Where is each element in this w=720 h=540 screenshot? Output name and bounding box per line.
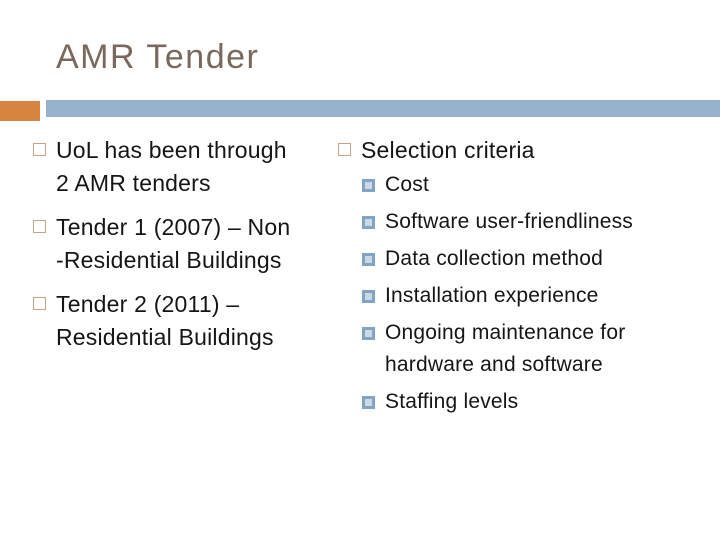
text-line: Residential Buildings (56, 324, 274, 350)
list-item-text: Staffing levels (385, 386, 518, 418)
text-line: 2 AMR tenders (56, 170, 211, 196)
list-item: Cost (362, 169, 712, 201)
blue-square-bullet-icon (362, 179, 375, 192)
list-item: Ongoing maintenance for hardware and soft… (362, 317, 712, 381)
text-line: Software user-friendliness (385, 210, 633, 233)
list-item: Tender 1 (2007) – Non -Residential Buildi… (33, 211, 343, 277)
list-item-text: Tender 1 (2007) – Non -Residential Buildi… (56, 211, 290, 277)
list-item: Installation experience (362, 280, 712, 312)
text-line: Staffing levels (385, 390, 519, 413)
divider-bar (46, 100, 720, 117)
text-line: Tender 2 (2011) – (56, 291, 240, 317)
right-column-heading: Selection criteria (338, 134, 708, 167)
text-line: Data collection method (385, 247, 604, 270)
list-item: UoL has been through 2 AMR tenders (33, 134, 343, 200)
list-item: Data collection method (362, 243, 712, 275)
list-item: Tender 2 (2011) – Residential Buildings (33, 288, 343, 354)
text-line: Installation experience (385, 284, 599, 307)
right-column-sublist: Cost Software user-friendliness Data col… (362, 169, 712, 423)
list-item: Software user-friendliness (362, 206, 712, 238)
text-line: Ongoing maintenance for (385, 321, 626, 344)
list-item-text: Cost (385, 169, 429, 201)
list-item-text: UoL has been through 2 AMR tenders (56, 134, 287, 200)
divider-accent-square (0, 101, 40, 121)
text-line: UoL has been through (56, 137, 287, 163)
blue-square-bullet-icon (362, 290, 375, 303)
list-item-text: Ongoing maintenance for hardware and soft… (385, 317, 625, 381)
heading-text: Selection criteria (361, 137, 535, 163)
hollow-square-bullet-icon (33, 220, 46, 233)
list-item-text: Tender 2 (2011) – Residential Buildings (56, 288, 274, 354)
list-item-text: Software user-friendliness (385, 206, 633, 238)
blue-square-bullet-icon (362, 396, 375, 409)
text-line: Cost (385, 173, 429, 196)
slide-title: AMR Tender (56, 38, 260, 76)
list-item-text: Installation experience (385, 280, 599, 312)
list-item-text: Data collection method (385, 243, 603, 275)
blue-square-bullet-icon (362, 327, 375, 340)
left-column: UoL has been through 2 AMR tenders Tender… (33, 134, 343, 365)
hollow-square-bullet-icon (33, 143, 46, 156)
blue-square-bullet-icon (362, 253, 375, 266)
text-line: hardware and software (385, 353, 603, 376)
text-line: -Residential Buildings (56, 247, 282, 273)
hollow-square-bullet-icon (338, 143, 351, 156)
text-line: Tender 1 (2007) – Non (56, 214, 291, 240)
blue-square-bullet-icon (362, 216, 375, 229)
hollow-square-bullet-icon (33, 297, 46, 310)
list-item: Staffing levels (362, 386, 712, 418)
